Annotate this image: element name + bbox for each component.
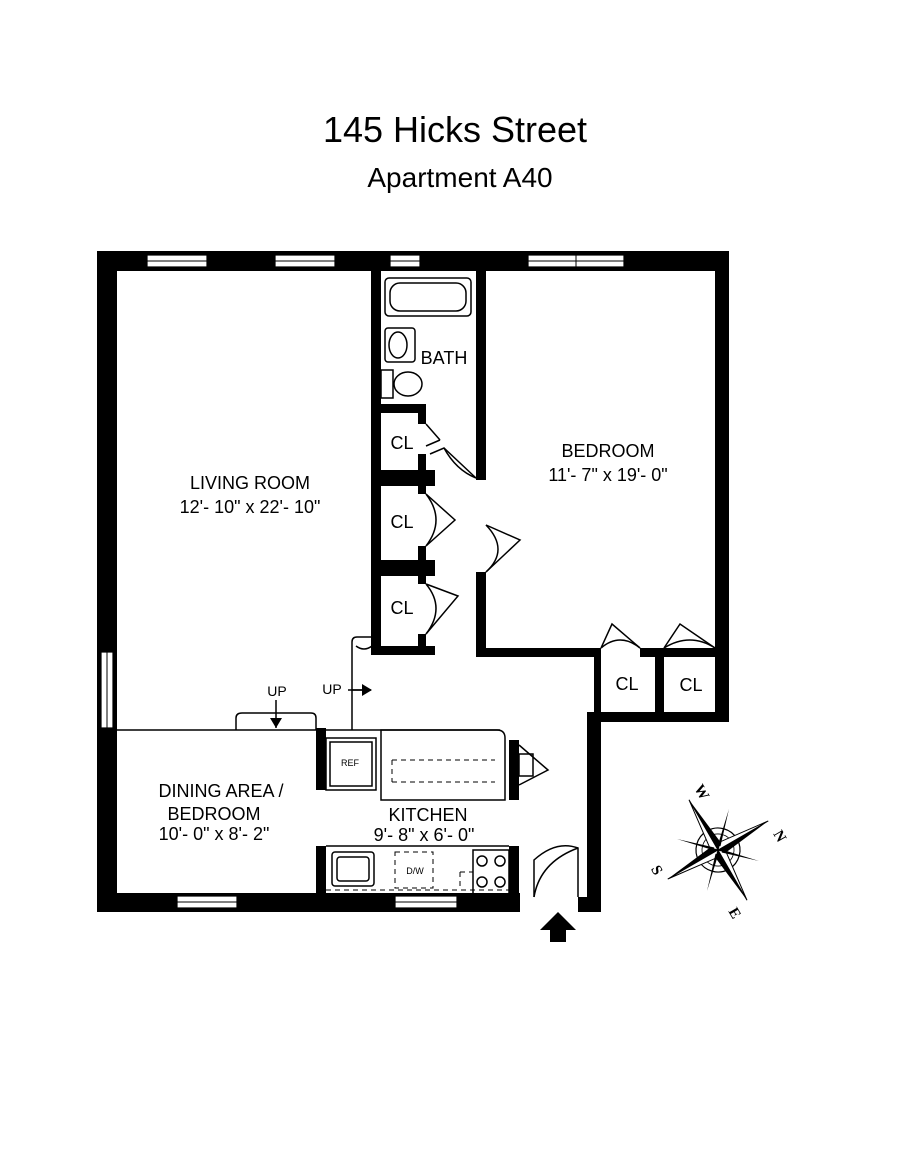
closet-label-5: CL — [679, 675, 702, 695]
closet-label-1: CL — [390, 433, 413, 453]
apartment-subtitle: Apartment A40 — [367, 162, 552, 193]
windows — [100, 254, 625, 909]
dining-name-line2: BEDROOM — [167, 804, 260, 824]
doors — [425, 423, 716, 898]
dining-name-line1: DINING AREA / — [158, 781, 283, 801]
bedroom-size: 11'- 7" x 19'- 0" — [548, 465, 667, 485]
room-labels: LIVING ROOM 12'- 10" x 22'- 10" BEDROOM … — [158, 348, 702, 876]
compass-rose-icon — [667, 799, 769, 901]
kitchen-fixtures — [325, 729, 534, 895]
closet-label-3: CL — [390, 598, 413, 618]
compass-east-label: E — [725, 905, 744, 922]
closet-label-4: CL — [615, 674, 638, 694]
closet-label-2: CL — [390, 512, 413, 532]
entry-arrow-icon — [540, 912, 576, 942]
living-room-size: 12'- 10" x 22'- 10" — [180, 497, 321, 517]
refrigerator-label: REF — [341, 758, 360, 768]
kitchen-size: 9'- 8" x 6'- 0" — [374, 825, 475, 845]
dishwasher-label: D/W — [406, 866, 424, 876]
compass-north-label: N — [769, 828, 788, 846]
living-room-name: LIVING ROOM — [190, 473, 310, 493]
bath-name: BATH — [421, 348, 468, 368]
compass-west-label: W — [690, 782, 711, 803]
dining-size: 10'- 0" x 8'- 2" — [159, 824, 270, 844]
kitchen-name: KITCHEN — [388, 805, 467, 825]
steps — [235, 636, 373, 730]
address-title: 145 Hicks Street — [323, 109, 587, 150]
compass-south-label: S — [647, 863, 665, 878]
step-up-label-hall: UP — [322, 681, 341, 697]
bath-fixtures — [380, 277, 472, 399]
bedroom-name: BEDROOM — [561, 441, 654, 461]
interior-walls — [316, 265, 715, 896]
step-up-label-dining: UP — [267, 683, 286, 699]
